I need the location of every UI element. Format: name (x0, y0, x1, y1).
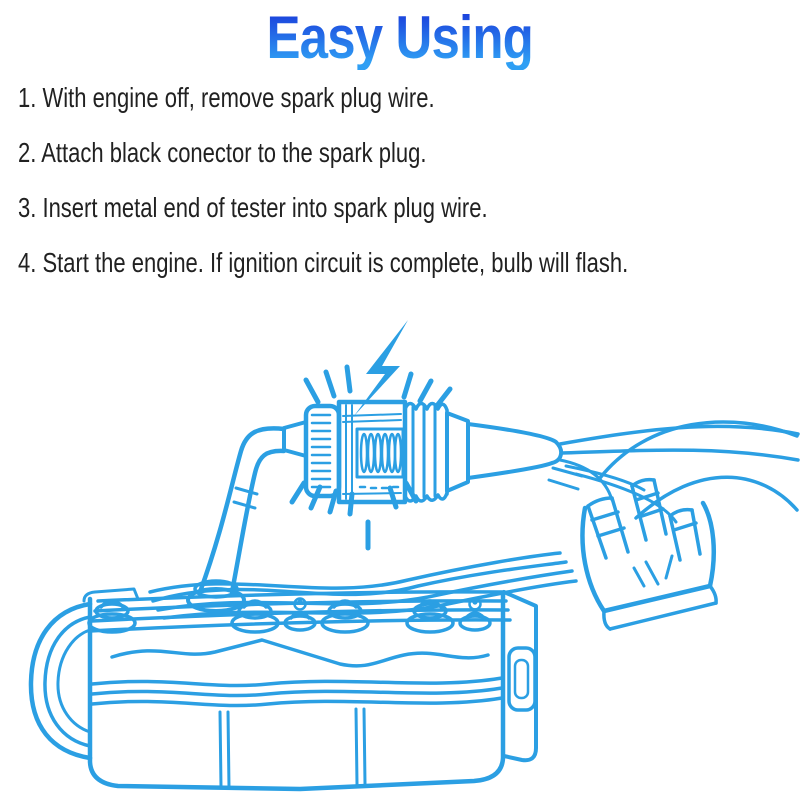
tester-coil-window (355, 427, 405, 479)
page-title-text: Easy Using (266, 4, 534, 71)
tester-knurling (310, 413, 332, 489)
tester-collar (445, 411, 470, 493)
tester-bellows (403, 401, 449, 503)
tester-left-nub (282, 420, 308, 458)
tester-wire-boot (466, 422, 564, 480)
instruction-steps: 1. With engine off, remove spark plug wi… (18, 82, 781, 302)
spark-plug-boot (186, 426, 287, 613)
instruction-step-4: 4. Start the engine. If ignition circuit… (18, 247, 629, 278)
tester-coil (359, 432, 403, 474)
spark-plug-bell (87, 599, 137, 634)
inline-spark-tester (282, 399, 564, 505)
flash-rays (289, 364, 453, 551)
ignition-tester-illustration (0, 310, 800, 800)
spark-plug-wires (148, 551, 578, 620)
spark-plug-bell (320, 599, 370, 634)
instruction-step-3: 3. Insert metal end of tester into spark… (18, 192, 488, 223)
instruction-step-2: 2. Attach black conector to the spark pl… (18, 137, 427, 168)
tester-knurled-cap (303, 403, 342, 499)
distributor-cap (580, 477, 718, 631)
instruction-step-1: 1. With engine off, remove spark plug wi… (18, 82, 435, 113)
page-title: Easy Using (0, 6, 800, 70)
lightning-bolt-icon (354, 320, 408, 416)
spark-plug-terminal (458, 597, 492, 632)
